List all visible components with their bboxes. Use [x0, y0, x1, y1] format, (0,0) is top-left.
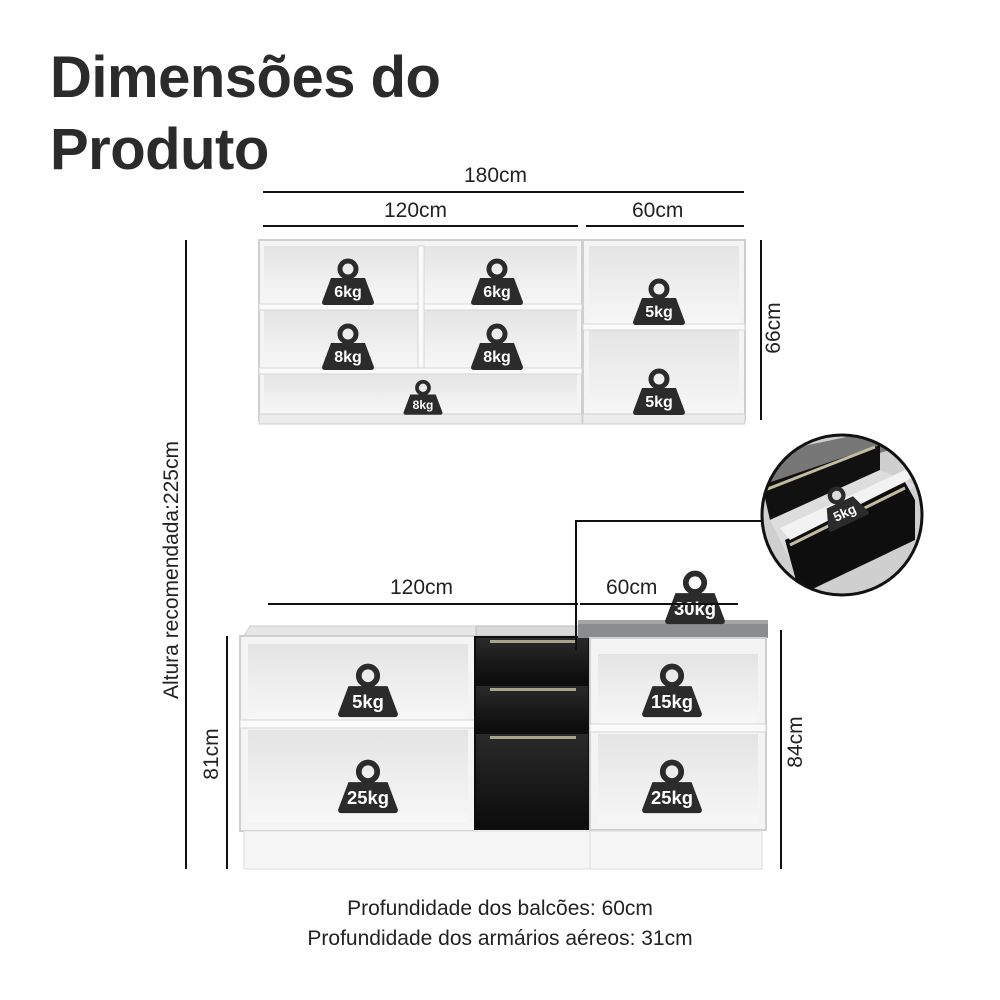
- weight-icon: 15kg: [642, 663, 702, 718]
- dim-line-lower-right: [580, 603, 738, 605]
- weight-icon: 25kg: [338, 759, 398, 814]
- title-line-1: Dimensões do: [50, 45, 441, 110]
- dim-recommended-height: Altura recomendada:225cm: [160, 441, 183, 699]
- dim-upper-height: 66cm: [762, 302, 785, 354]
- weight-icon: 5kg: [633, 368, 685, 415]
- weight-icon: 8kg: [403, 379, 443, 415]
- zoom-leader-line: [575, 520, 762, 650]
- weight-icon: 5kg: [633, 278, 685, 325]
- weight-label: 8kg: [413, 398, 434, 412]
- footer-depth-wall-cabinets: Profundidade dos armários aéreos: 31cm: [307, 927, 693, 950]
- weight-icon: 8kg: [471, 323, 523, 370]
- weight-label: 25kg: [347, 787, 389, 808]
- weight-label: 30kg: [674, 598, 716, 619]
- weight-label: 6kg: [483, 284, 511, 301]
- weight-label: 5kg: [352, 691, 384, 712]
- weight-label: 25kg: [651, 787, 693, 808]
- upper-cabinet-right: [582, 239, 746, 425]
- dim-lower-left-width: 120cm: [390, 576, 454, 599]
- dim-line-lower-left: [268, 603, 578, 605]
- dim-lower-left-height: 81cm: [200, 728, 223, 780]
- weight-icon: 30kg: [665, 570, 725, 625]
- countertop: [578, 620, 768, 638]
- weight-label: 6kg: [334, 284, 362, 301]
- weight-icon: 25kg: [642, 759, 702, 814]
- dim-line-upper-height: [760, 240, 762, 420]
- dim-lower-right-height: 84cm: [784, 716, 807, 768]
- weight-label: 5kg: [645, 394, 673, 411]
- weight-icon: 6kg: [471, 258, 523, 305]
- weight-label: 15kg: [651, 691, 693, 712]
- weight-label: 8kg: [483, 349, 511, 366]
- dim-upper-right-width: 60cm: [632, 199, 684, 222]
- weight-icon: 6kg: [322, 258, 374, 305]
- weight-icon: 5kg: [338, 663, 398, 718]
- lower-cabinet-left: [239, 625, 591, 870]
- dim-line-upper-right: [586, 225, 744, 227]
- dim-lower-right-width: 60cm: [606, 576, 658, 599]
- weight-label: 5kg: [645, 304, 673, 321]
- drawer-column: [474, 625, 591, 830]
- page-title: Dimensões do Produto: [50, 42, 441, 186]
- lower-cabinet-right: [578, 620, 768, 870]
- dim-line-total-width: [263, 191, 744, 193]
- title-line-2: Produto: [50, 117, 269, 182]
- dim-upper-left-width: 120cm: [384, 199, 448, 222]
- weight-icon: 8kg: [322, 323, 374, 370]
- dim-line-recommended-height: [185, 240, 187, 869]
- dim-line-lower-right-height: [780, 630, 782, 869]
- footer-depth-counters: Profundidade dos balcões: 60cm: [347, 897, 653, 920]
- weight-icon: 5kg: [826, 486, 869, 532]
- dim-total-width: 180cm: [464, 164, 528, 187]
- dim-line-lower-left-height: [226, 636, 228, 869]
- weight-label: 8kg: [334, 349, 362, 366]
- dim-line-upper-left: [263, 225, 578, 227]
